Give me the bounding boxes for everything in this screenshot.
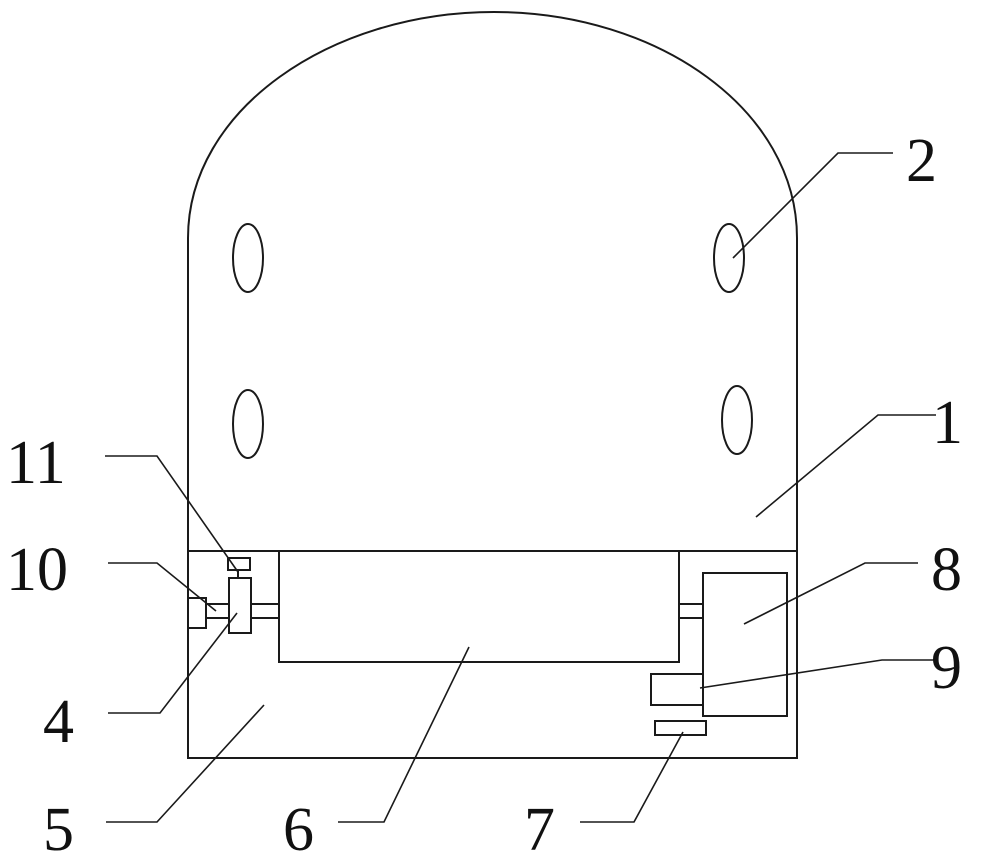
label-4: 4 [43, 688, 74, 756]
label-10: 10 [6, 536, 68, 604]
leader-6 [338, 646, 470, 823]
leader-5 [106, 704, 265, 823]
label-9: 9 [931, 634, 962, 702]
oval-hole-top-right [713, 223, 745, 293]
label-1: 1 [932, 389, 963, 457]
leader-1 [755, 414, 936, 518]
left-shaft [250, 603, 280, 619]
label-7: 7 [524, 796, 555, 862]
left-top-cap [227, 557, 251, 571]
central-box [278, 550, 680, 663]
right-small-box [650, 673, 704, 706]
label-2: 2 [906, 127, 937, 195]
leader-2 [732, 152, 893, 259]
oval-hole-bottom-left [232, 389, 264, 459]
leader-4 [108, 612, 238, 714]
housing-outline [187, 10, 798, 759]
right-shaft [678, 603, 704, 619]
leader-9 [699, 659, 934, 689]
leader-10 [108, 562, 217, 612]
left-side-block [187, 597, 207, 629]
bottom-plate [654, 720, 707, 736]
leader-8 [743, 562, 918, 625]
oval-hole-top-left [232, 223, 264, 293]
label-5: 5 [43, 796, 74, 862]
label-8: 8 [931, 536, 962, 604]
oval-hole-bottom-right [721, 385, 753, 455]
left-connector [205, 603, 230, 619]
left-block [228, 577, 252, 634]
leader-11 [105, 455, 239, 573]
right-box [702, 572, 788, 717]
leader-7 [580, 731, 684, 823]
label-6: 6 [283, 796, 314, 862]
label-11: 11 [6, 429, 66, 497]
